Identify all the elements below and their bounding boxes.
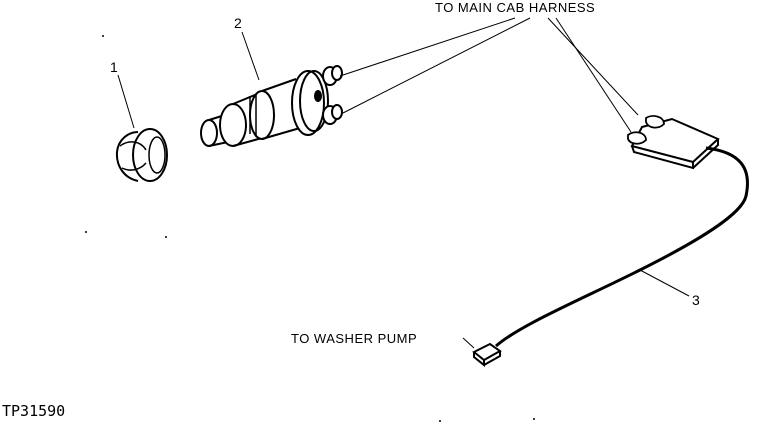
part-3-harness-connector xyxy=(627,115,720,170)
part-1-cap xyxy=(115,128,168,182)
washer-pump-plug xyxy=(472,342,502,368)
part-2-switch xyxy=(200,65,343,147)
label-to-main-cab-harness: TO MAIN CAB HARNESS xyxy=(435,0,595,15)
print-specks xyxy=(85,35,535,422)
callout-2: 2 xyxy=(234,15,242,31)
figure-code: TP31590 xyxy=(2,402,65,420)
harness-wire xyxy=(495,146,749,348)
callout-3: 3 xyxy=(692,292,700,308)
leader-lines xyxy=(117,17,690,349)
label-to-washer-pump: TO WASHER PUMP xyxy=(291,331,417,346)
callout-1: 1 xyxy=(110,59,118,75)
